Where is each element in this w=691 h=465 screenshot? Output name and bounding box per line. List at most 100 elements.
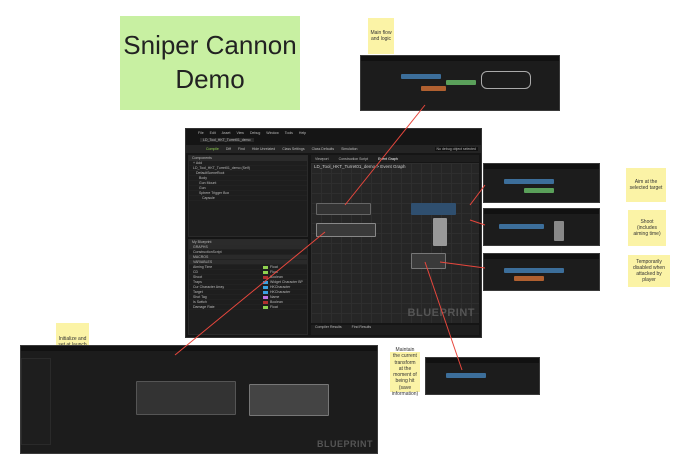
debug-object-select[interactable]: No debug object selected (434, 147, 478, 151)
component-item[interactable]: DefaultSceneRoot (189, 171, 307, 176)
variable-type-pill (263, 291, 268, 294)
arrow-shoot (469, 219, 486, 226)
menu-edit[interactable]: Edit (209, 131, 216, 135)
note-disabled: Temporarily disabled when attacked by pl… (628, 255, 670, 287)
variable-type-pill (263, 281, 268, 284)
simulation-button[interactable]: Simulation (341, 147, 358, 151)
arrow-aim (469, 184, 486, 206)
variable-type-pill (263, 271, 268, 274)
variable-type-pill (263, 296, 268, 299)
menu-debug[interactable]: Debug (249, 131, 261, 135)
variable-name: CD (193, 270, 199, 274)
find-button[interactable]: Find (238, 147, 245, 151)
blueprint-watermark: BLUEPRINT (407, 307, 475, 319)
event-graph-canvas[interactable]: LD_Tool_HKT_Turret01_demo > Event Graph … (311, 163, 479, 323)
component-item[interactable]: Capsule (189, 196, 307, 201)
menu-help[interactable]: Help (298, 131, 307, 135)
note-text: Shoot (includes aiming time) (633, 218, 661, 238)
variable-type-pill (263, 286, 268, 289)
variable-item[interactable]: Shot Tag Name (189, 295, 307, 300)
class-defaults-button[interactable]: Class Defaults (311, 147, 335, 151)
my-blueprint-title: My Blueprint (189, 240, 307, 245)
title-note: Sniper Cannon Demo (120, 16, 300, 110)
arrow-main-flow (344, 104, 426, 206)
variable-type: Float (270, 270, 278, 274)
section-graphs[interactable]: GRAPHS (189, 245, 307, 250)
variable-item[interactable]: Is Switch Boolean (189, 300, 307, 305)
blueprint-editor-window: File Edit Asset View Debug Window Tools Help LD… (185, 128, 482, 338)
my-blueprint-panel: My Blueprint GRAPHS ConstructionScript M… (188, 239, 308, 335)
components-panel: Components + Add LD_Tool_HKT_Turret01_de… (188, 155, 308, 237)
variable-type-pill (263, 301, 268, 304)
tab-find-results[interactable]: Find Results (351, 325, 372, 329)
variable-type: HKCharacter (270, 285, 291, 289)
note-transform: Maintain the current transform at the mo… (390, 347, 420, 397)
menu-tools[interactable]: Tools (284, 131, 293, 135)
variable-item[interactable]: Traps Widget Character BP (189, 280, 307, 285)
variable-name: Cur Character Array (193, 285, 225, 289)
component-item[interactable]: Gun (189, 186, 307, 191)
section-variables[interactable]: VARIABLES (189, 260, 307, 265)
variable-item[interactable]: Shoot Boolean (189, 275, 307, 280)
variable-name: Traps (193, 280, 202, 284)
variable-type: HKCharacter (270, 290, 291, 294)
hide-unrelated-button[interactable]: Hide Unrelated (251, 147, 276, 151)
transform-screenshot (425, 357, 540, 395)
note-text: Temporarily disabled when attacked by pl… (633, 258, 665, 284)
menu-bar: File Edit Asset View Debug Window Tools Help (198, 131, 306, 135)
graph-item[interactable]: ConstructionScript (189, 250, 307, 255)
menu-window[interactable]: Window (266, 131, 279, 135)
graph-tabs: Viewport Construction Script Event Graph (311, 155, 479, 162)
variable-type-pill (263, 306, 268, 309)
arrow-transform (424, 261, 463, 371)
init-screenshot: BLUEPRINT (20, 345, 378, 454)
note-text: Aim at the selected target (629, 178, 663, 191)
variable-item[interactable]: Cur Character Array HKCharacter (189, 285, 307, 290)
variable-name: Target (193, 290, 203, 294)
component-item[interactable]: LD_Tool_HKT_Turret01_demo (Self) (189, 166, 307, 171)
note-text: Main flow and logic (370, 29, 392, 42)
variable-type: Float (270, 305, 278, 309)
add-component-button[interactable]: + Add (189, 161, 307, 166)
component-item[interactable]: Body (189, 176, 307, 181)
menu-file[interactable]: File (198, 131, 204, 135)
variable-type: Float (270, 265, 278, 269)
variable-name: Aiming Time (193, 265, 213, 269)
variable-item[interactable]: CD Float (189, 270, 307, 275)
disabled-screenshot (483, 253, 600, 291)
menu-asset[interactable]: Asset (221, 131, 231, 135)
blueprint-watermark: BLUEPRINT (317, 439, 373, 449)
section-macros[interactable]: MACROS (189, 255, 307, 260)
tab-viewport[interactable]: Viewport (315, 156, 329, 161)
asset-tab[interactable]: LD_Tool_HKT_Turret01_demo (200, 138, 254, 142)
variable-type: Widget Character BP (270, 280, 303, 284)
note-aim: Aim at the selected target (626, 168, 666, 202)
menu-view[interactable]: View (236, 131, 244, 135)
variable-type-pill (263, 276, 268, 279)
variable-type: Boolean (270, 275, 283, 279)
variable-name: Is Switch (193, 300, 208, 304)
class-settings-button[interactable]: Class Settings (282, 147, 305, 151)
tab-construction-script[interactable]: Construction Script (338, 156, 369, 161)
breadcrumb: LD_Tool_HKT_Turret01_demo > Event Graph (314, 164, 406, 169)
tab-event-graph[interactable]: Event Graph (378, 156, 398, 161)
variable-type: Boolean (270, 300, 283, 304)
component-item[interactable]: Sphere Trigger Box (189, 191, 307, 196)
variable-type: Name (270, 295, 280, 299)
component-item[interactable]: Gun Mount (189, 181, 307, 186)
aim-screenshot (483, 163, 600, 203)
tab-compiler-results[interactable]: Compiler Results (315, 325, 342, 329)
variable-item[interactable]: Aiming Time Float (189, 265, 307, 270)
arrow-initialize (174, 231, 326, 356)
toolbar: Compile Diff Find Hide Unrelated Class Setti… (186, 145, 481, 153)
variable-type-pill (263, 266, 268, 269)
title-text: Sniper Cannon Demo (123, 30, 297, 94)
shoot-screenshot (483, 208, 600, 246)
variable-name: Shot Tag (193, 295, 207, 299)
compile-button[interactable]: Compile (206, 147, 219, 151)
note-main-flow: Main flow and logic (368, 18, 394, 54)
variable-name: Shoot (193, 275, 203, 279)
diff-button[interactable]: Diff (225, 147, 232, 151)
